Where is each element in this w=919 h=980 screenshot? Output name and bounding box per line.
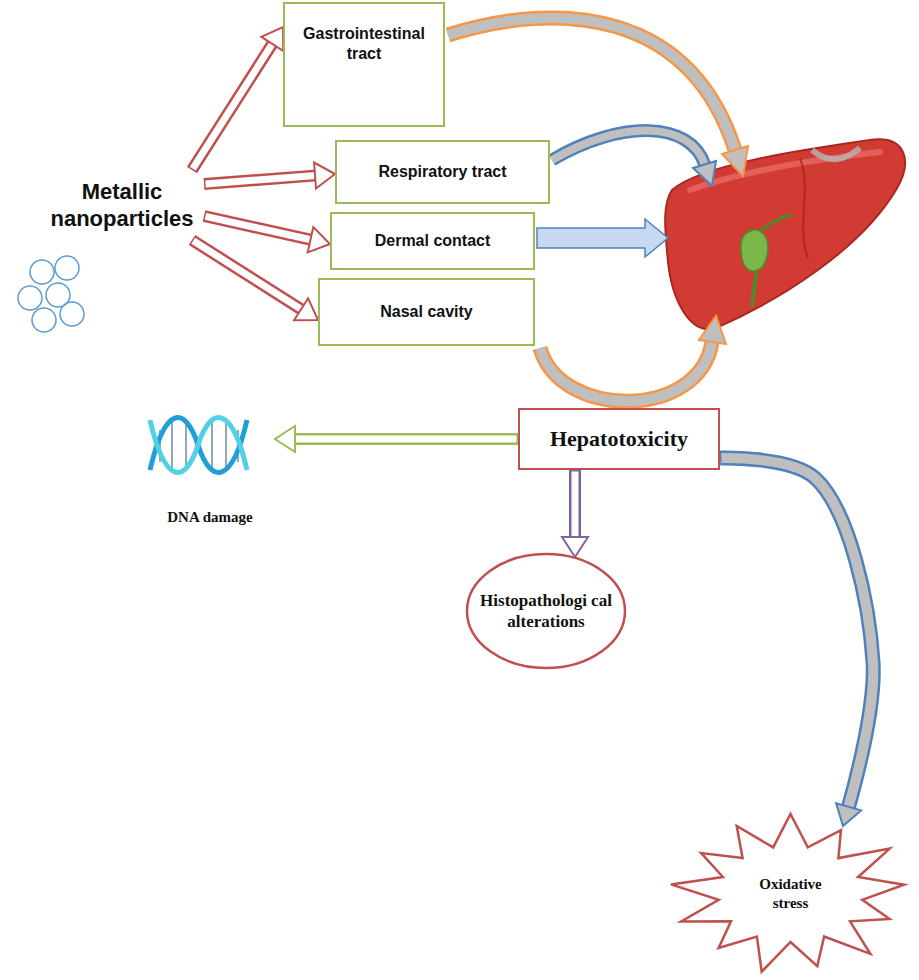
node-text: Nasal cavity (380, 302, 473, 322)
liver-illustration (665, 139, 905, 329)
hollow-arrow (275, 426, 518, 452)
dna-icon (150, 418, 247, 473)
route-box: Respiratory tract (335, 140, 550, 204)
arrow-head (275, 426, 295, 452)
arrow-shaft-fill (192, 27, 283, 170)
nanoparticle-cluster (18, 256, 84, 332)
node-text: DNA damage (167, 508, 252, 527)
ellipse-shape (467, 554, 625, 668)
effect-box: Hepatotoxicity (518, 408, 720, 470)
node-text: Metallic nanoparticles (48, 178, 196, 233)
arrow-shaft-outline (192, 240, 318, 320)
outcome-starburst: Oxidative stress (668, 812, 913, 976)
starburst-outline (668, 812, 913, 976)
dna-damage-node: DNA damage (145, 405, 275, 533)
hollow-arrow (720, 458, 873, 826)
arrow-head (314, 163, 335, 189)
node-text: Gastrointestinal tract (293, 24, 435, 64)
outcome-ellipse: Histopathologi cal alterations (465, 552, 627, 670)
arrow-shaft-fill (192, 240, 318, 320)
hollow-arrow (204, 163, 335, 189)
hollow-arrow (562, 470, 588, 557)
node-text: Oxidative stress (743, 875, 838, 913)
node-text: Hepatotoxicity (550, 425, 688, 453)
node-text: Dermal contact (375, 231, 491, 251)
source-label: Metallic nanoparticles (40, 170, 204, 240)
arrow-head (836, 803, 861, 826)
hollow-arrow (204, 216, 330, 252)
arrow-head (562, 537, 588, 557)
node-text: Histopathologi cal alterations (479, 590, 614, 633)
arrow-shaft-fill (720, 458, 873, 826)
arrow-head (308, 227, 330, 252)
hollow-arrow (192, 27, 283, 170)
arrow-head (294, 298, 318, 320)
route-box: Nasal cavity (318, 278, 535, 346)
route-box: Dermal contact (330, 212, 535, 270)
node-text: Respiratory tract (378, 162, 506, 182)
arrow-shaft-fill (275, 436, 518, 443)
arrow-shaft-outline (192, 27, 283, 170)
route-box: Gastrointestinal tract (283, 2, 445, 127)
ellipse-outline (465, 552, 627, 670)
hollow-arrow (192, 240, 318, 320)
arrow-shaft-outline (720, 458, 873, 826)
arrow-head (261, 27, 283, 51)
starburst-shape (671, 814, 904, 972)
arrow-shaft-outline (275, 433, 518, 445)
